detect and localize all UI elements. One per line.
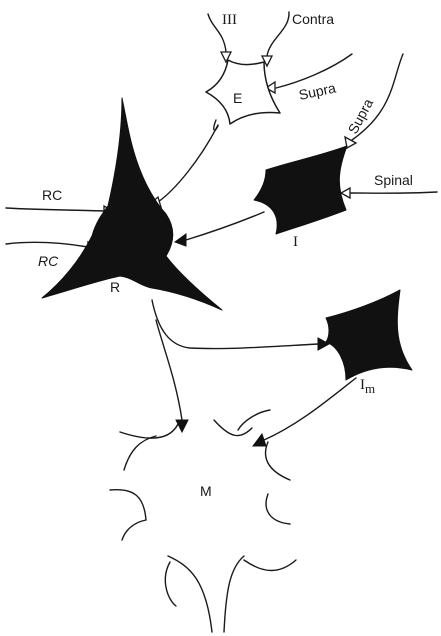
label-E: E — [233, 90, 242, 106]
fiber-contra — [267, 12, 289, 56]
label-M: M — [200, 483, 212, 499]
axon-Im-to-M — [264, 378, 356, 440]
terminal-R-to-M — [176, 420, 188, 432]
terminal-Im-to-M — [253, 434, 266, 446]
axon-R-to-Im — [152, 300, 318, 349]
label-I: I — [293, 234, 298, 250]
label-RC-upper: RC — [42, 187, 62, 203]
terminal-I-to-R — [175, 234, 186, 246]
label-Im: Im — [360, 377, 375, 396]
label-R: R — [110, 279, 120, 295]
axon-I-to-R — [186, 212, 264, 240]
label-supra-top: Supra — [297, 79, 337, 102]
fiber-spinal — [350, 192, 437, 193]
fiber-RC-lower — [6, 242, 88, 247]
label-spinal: Spinal — [374, 172, 413, 188]
label-RC-lower: RC — [38, 253, 59, 269]
axon-E-to-R — [158, 125, 218, 202]
neuron-Im-soma — [326, 290, 412, 380]
label-Im-sub: m — [365, 381, 375, 396]
terminal-spinal — [341, 188, 350, 198]
label-III: III — [222, 12, 237, 28]
neuron-I-soma — [254, 146, 347, 234]
axon-R-to-M — [156, 320, 182, 420]
label-supra-right: Supra — [345, 96, 377, 137]
label-contra: Contra — [292, 11, 334, 27]
neuron-R-soma — [42, 98, 222, 310]
neuron-E-soma — [206, 60, 280, 124]
fiber-RC-upper — [6, 208, 104, 211]
neuron-M — [110, 410, 296, 632]
